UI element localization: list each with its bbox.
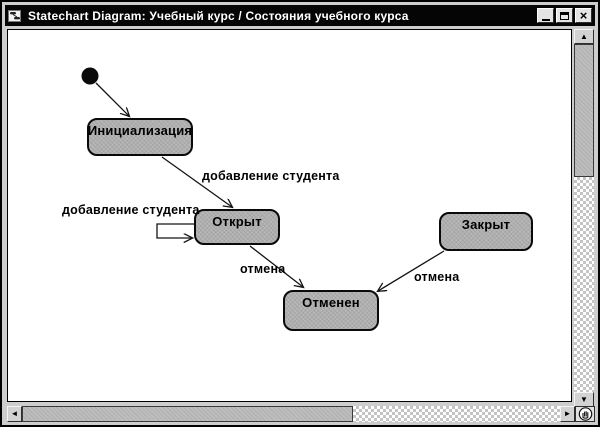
restore-button[interactable] xyxy=(556,8,573,23)
vertical-scrollbar[interactable]: ▲ ▼ xyxy=(574,29,594,407)
close-button[interactable]: × xyxy=(575,8,592,23)
scroll-right-icon: ► xyxy=(563,409,572,418)
transition-initial-to-init[interactable] xyxy=(95,82,129,116)
initial-state-dot[interactable] xyxy=(81,67,99,85)
window-title: Statechart Diagram: Учебный курс / Состо… xyxy=(28,8,409,23)
state-cancelled[interactable]: Отменен xyxy=(283,290,379,331)
transition-open-self-loop[interactable] xyxy=(156,223,194,238)
transition-label-add-student-self[interactable]: добавление студента xyxy=(62,203,200,217)
transition-label-cancel-left[interactable]: отмена xyxy=(240,262,286,276)
titlebar[interactable]: Statechart Diagram: Учебный курс / Состо… xyxy=(5,5,595,26)
pan-button[interactable] xyxy=(575,406,595,422)
transition-closed-to-cancelled[interactable] xyxy=(378,250,445,291)
scroll-left-icon: ◄ xyxy=(10,409,19,418)
horizontal-scrollbar-thumb[interactable] xyxy=(22,406,353,422)
scroll-right-button[interactable]: ► xyxy=(560,406,575,422)
transition-open-to-cancelled[interactable] xyxy=(249,245,303,287)
transition-init-to-open[interactable] xyxy=(161,156,232,207)
scroll-up-icon: ▲ xyxy=(580,31,588,41)
transition-label-cancel-right[interactable]: отмена xyxy=(414,270,460,284)
horizontal-scrollbar[interactable]: ◄ ► xyxy=(7,406,575,422)
minimize-button[interactable] xyxy=(537,8,554,23)
statechart-window-icon-glyph xyxy=(8,9,21,22)
vertical-scrollbar-track[interactable] xyxy=(574,177,594,392)
scroll-down-icon: ▼ xyxy=(580,394,588,404)
scroll-down-button[interactable]: ▼ xyxy=(574,392,594,407)
close-icon: × xyxy=(579,7,588,23)
horizontal-scrollbar-track[interactable] xyxy=(353,406,560,422)
transition-arrows-layer xyxy=(81,67,445,401)
restore-icon xyxy=(560,11,569,20)
state-open[interactable]: Открыт xyxy=(194,209,280,245)
transition-label-add-student[interactable]: добавление студента xyxy=(202,169,340,183)
statechart-window-icon[interactable] xyxy=(8,9,23,23)
minimize-icon xyxy=(541,18,550,21)
diagram-canvas[interactable]: Инициализация Открыт Закрыт Отменен доба… xyxy=(7,29,572,402)
vertical-scrollbar-thumb[interactable] xyxy=(574,44,594,177)
pan-hand-icon xyxy=(578,407,592,421)
scroll-left-button[interactable]: ◄ xyxy=(7,406,22,422)
state-closed[interactable]: Закрыт xyxy=(439,212,533,251)
state-initialization[interactable]: Инициализация xyxy=(87,118,193,156)
scroll-up-button[interactable]: ▲ xyxy=(574,29,594,44)
window-controls: × xyxy=(537,8,592,23)
